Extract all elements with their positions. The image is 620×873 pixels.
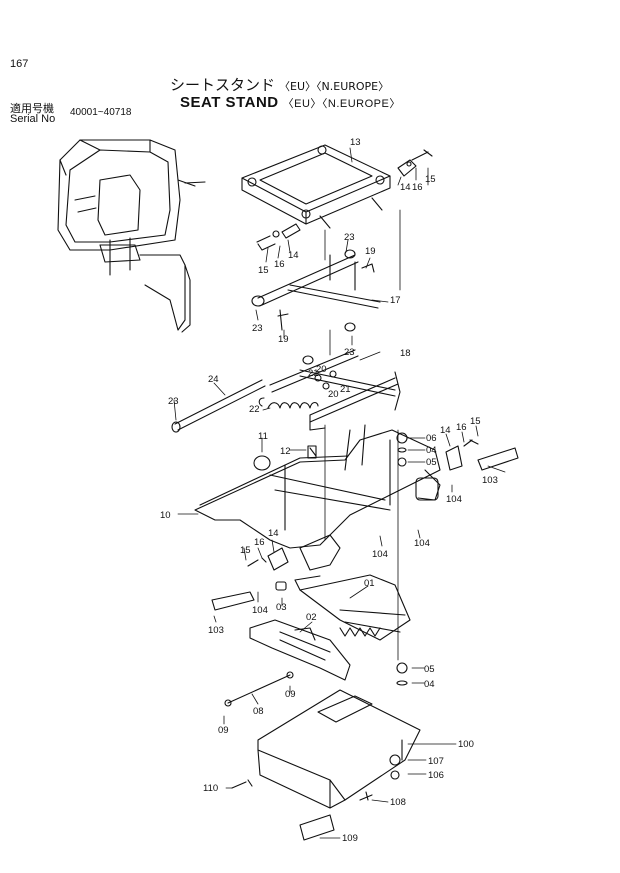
fasteners-bottom bbox=[231, 779, 373, 841]
callout-14: 14 bbox=[400, 182, 411, 193]
callout-14: 14 bbox=[440, 425, 451, 436]
serial-label-japanese: 適用号機 bbox=[10, 102, 54, 115]
part-02-lower-rail bbox=[249, 619, 351, 681]
callout-23: 23 bbox=[168, 396, 179, 407]
callout-104: 104 bbox=[446, 494, 462, 505]
callout-19: 19 bbox=[278, 334, 289, 345]
callout-08: 08 bbox=[253, 706, 264, 717]
callout-106: 106 bbox=[428, 770, 444, 781]
callout-23: 23 bbox=[252, 323, 263, 334]
callout-110: 110 bbox=[203, 783, 218, 794]
callout-05: 05 bbox=[426, 457, 437, 468]
callout-15: 15 bbox=[240, 545, 251, 556]
title-en-suffix: 〈EU〉〈N.EUROPE〉 bbox=[282, 98, 401, 110]
callout-05: 05 bbox=[424, 664, 435, 675]
callout-15: 15 bbox=[425, 174, 436, 185]
callout-13: 13 bbox=[350, 137, 361, 148]
part-18-lower-scissor bbox=[269, 349, 401, 431]
callout-15: 15 bbox=[258, 265, 269, 276]
callout-109: 109 bbox=[342, 833, 358, 844]
part-17-upper-scissor bbox=[251, 249, 381, 332]
callout-16: 16 bbox=[274, 259, 285, 270]
callout-104: 104 bbox=[372, 549, 388, 560]
callout-01: 01 bbox=[364, 578, 375, 589]
hardware-upper-right bbox=[397, 149, 433, 177]
callout-15: 15 bbox=[470, 416, 481, 427]
callout-14: 14 bbox=[268, 528, 279, 539]
hardware-upper-left bbox=[256, 223, 301, 251]
callout-18: 18 bbox=[400, 348, 411, 359]
part-24-shaft bbox=[171, 379, 266, 433]
callout-100: 100 bbox=[458, 739, 474, 750]
part-22-spring bbox=[258, 397, 319, 409]
callout-03: 03 bbox=[276, 602, 287, 613]
callout-04: 04 bbox=[426, 445, 437, 456]
title-japanese: シートスタンド〈EU〉〈N.EUROPE〉 bbox=[170, 74, 389, 95]
washers-lower-right bbox=[396, 662, 408, 686]
serial-label: Serial No bbox=[10, 113, 56, 125]
title-jp-suffix: 〈EU〉〈N.EUROPE〉 bbox=[279, 80, 390, 93]
callout-16: 16 bbox=[456, 422, 467, 433]
callout-108: 108 bbox=[390, 797, 406, 808]
part-103-lever-left bbox=[211, 591, 255, 611]
callout-104: 104 bbox=[252, 605, 268, 616]
hardware-left-mid bbox=[247, 534, 341, 571]
callout-19: 19 bbox=[365, 246, 376, 257]
callout-16: 16 bbox=[254, 537, 265, 548]
callout-09: 09 bbox=[285, 689, 296, 700]
callout-17: 17 bbox=[390, 295, 401, 306]
serial-range: 40001~40718 bbox=[70, 107, 132, 118]
callout-21: 21 bbox=[308, 368, 319, 379]
callout-14: 14 bbox=[288, 250, 299, 261]
callout-20: 20 bbox=[328, 389, 339, 400]
callout-23: 23 bbox=[344, 232, 355, 243]
callout-22: 22 bbox=[249, 404, 260, 415]
part-08-cable bbox=[224, 671, 294, 707]
callout-10: 10 bbox=[160, 510, 171, 521]
part-03-knob bbox=[275, 581, 287, 591]
machine-cab-inset bbox=[57, 139, 206, 333]
callout-104: 104 bbox=[414, 538, 430, 549]
hardware-right-mid bbox=[396, 432, 519, 471]
callout-20: 20 bbox=[316, 364, 327, 375]
callout-21: 21 bbox=[340, 384, 351, 395]
callout-11: 11 bbox=[258, 431, 268, 442]
callout-16: 16 bbox=[412, 182, 423, 193]
callout-02: 02 bbox=[306, 612, 317, 623]
page-number: 167 bbox=[10, 58, 29, 70]
callout-103: 103 bbox=[208, 625, 224, 636]
title-jp-text: シートスタンド bbox=[170, 76, 276, 94]
callout-09: 09 bbox=[218, 725, 229, 736]
title-en-text: SEAT STAND bbox=[180, 94, 279, 111]
callout-06: 06 bbox=[426, 433, 437, 444]
part-01-slide-rail bbox=[294, 574, 411, 641]
callout-leaders bbox=[173, 147, 506, 839]
part-13-seat-frame bbox=[241, 144, 391, 229]
assembly-center-lines bbox=[324, 209, 401, 661]
callout-24: 24 bbox=[208, 374, 219, 385]
callout-12: 12 bbox=[280, 446, 291, 457]
part-10-base-frame bbox=[194, 424, 441, 549]
callout-23: 23 bbox=[344, 347, 355, 358]
callout-04: 04 bbox=[424, 679, 435, 690]
callout-107: 107 bbox=[428, 756, 444, 767]
part-11-12 bbox=[253, 445, 317, 471]
callout-labels: 13 16 14 15 23 19 15 16 14 17 23 19 23 1… bbox=[160, 137, 498, 844]
callout-103: 103 bbox=[482, 475, 498, 486]
title-english: SEAT STAND〈EU〉〈N.EUROPE〉 bbox=[180, 94, 401, 111]
part-100-base-plate bbox=[257, 689, 421, 809]
